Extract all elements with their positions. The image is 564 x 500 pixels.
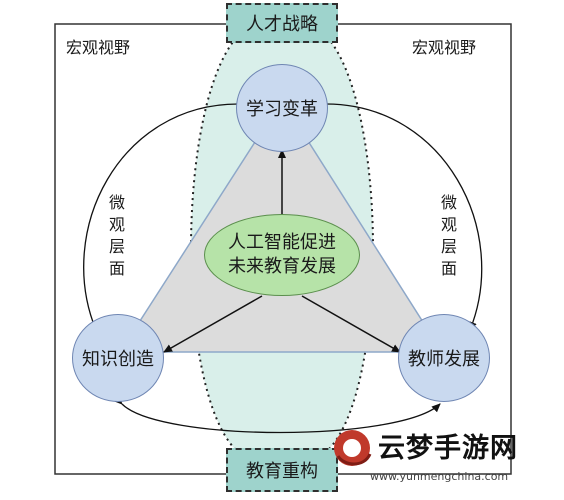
watermark: 云梦手游网 www.yunmengchina.com: [326, 424, 556, 494]
macro-view-left-label: 宏观视野: [66, 38, 131, 57]
learning-reform-node: 学习变革: [236, 64, 328, 152]
watermark-url: www.yunmengchina.com: [370, 470, 509, 483]
ai-future-education-center: 人工智能促进 未来教育发展: [204, 214, 360, 296]
knowledge-creation-node: 知识创造: [72, 314, 164, 402]
center-line-1: 人工智能促进: [228, 232, 336, 253]
center-line-2: 未来教育发展: [228, 256, 336, 277]
right-curve-arrow: [317, 99, 483, 331]
talent-strategy-box: 人才战略: [226, 3, 338, 43]
education-restructure-box: 教育重构: [226, 448, 338, 492]
micro-level-right-label: 微 观 层 面: [440, 193, 457, 278]
watermark-text: 云梦手游网: [378, 433, 518, 464]
teacher-development-node: 教师发展: [398, 314, 490, 402]
watermark-logo-icon: [334, 430, 372, 466]
bottom-curve-arrow: [113, 395, 441, 434]
left-curve-arrow: [83, 99, 247, 331]
macro-view-right-label: 宏观视野: [412, 38, 477, 57]
arrow-to-left: [163, 295, 263, 353]
arrow-to-right: [301, 295, 401, 353]
micro-level-left-label: 微 观 层 面: [108, 193, 125, 278]
